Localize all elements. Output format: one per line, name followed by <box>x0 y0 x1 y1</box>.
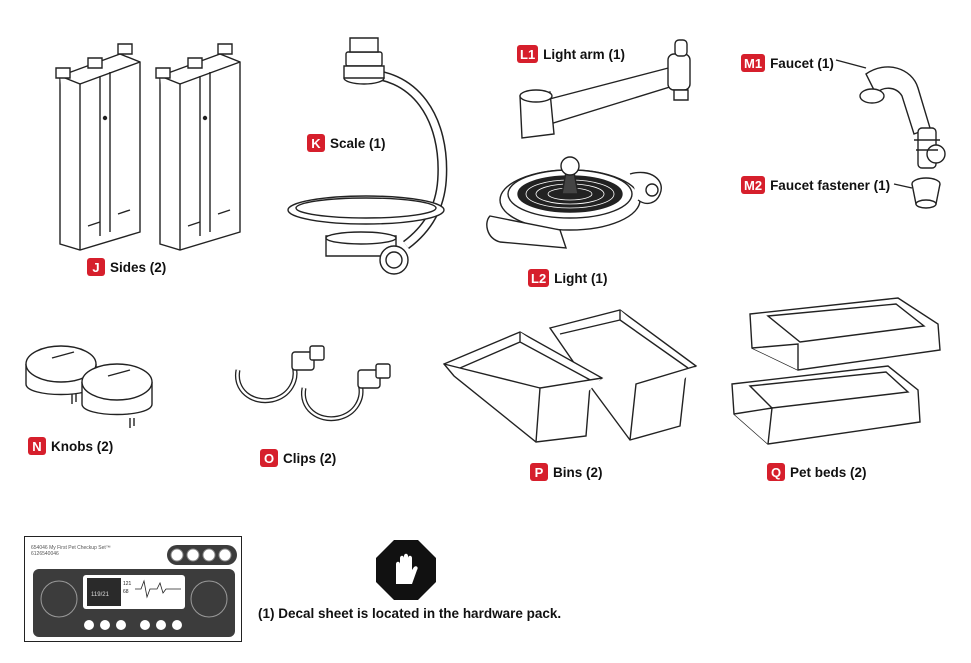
part-qty: (2) <box>96 438 114 454</box>
label-faucet-fastener: M2 Faucet fastener (1) <box>741 176 890 194</box>
part-letter-badge: P <box>530 463 548 481</box>
decal-screen-left: 119/21 <box>91 592 110 598</box>
part-letter-badge: O <box>260 449 278 467</box>
decal-panel: 119/21 121 68 <box>33 569 235 637</box>
part-name: Pet beds <box>790 464 847 480</box>
label-light: L2 Light (1) <box>528 269 607 287</box>
part-letter-badge: J <box>87 258 105 276</box>
part-qty: (1) <box>608 46 625 62</box>
label-bins: P Bins (2) <box>530 463 603 481</box>
part-qty: (2) <box>319 450 337 466</box>
label-clips: O Clips (2) <box>260 449 336 467</box>
part-letter-badge: L1 <box>517 45 539 63</box>
decal-tool-icons <box>167 545 237 565</box>
light-illustration <box>480 150 680 260</box>
label-sides: J Sides (2) <box>87 258 166 276</box>
label-knobs: N Knobs (2) <box>28 437 113 455</box>
part-qty: (1) <box>369 135 386 151</box>
part-letter-badge: K <box>307 134 325 152</box>
light-arm-illustration <box>510 36 710 146</box>
part-letter-badge: N <box>28 437 46 455</box>
part-letter-badge: M1 <box>741 54 766 72</box>
part-qty: (1) <box>873 177 891 193</box>
part-qty: (1) <box>817 55 834 71</box>
decal-title: 654046 My First Pet Checkup Set™ 6126540… <box>31 545 111 557</box>
part-name: Light arm <box>543 46 605 62</box>
part-qty: (2) <box>850 464 867 480</box>
stop-hand-icon <box>376 540 436 600</box>
svg-text:121: 121 <box>123 581 132 587</box>
label-light-arm: L1 Light arm (1) <box>517 45 625 63</box>
part-name: Light <box>554 270 588 286</box>
part-qty: (2) <box>149 259 167 275</box>
part-letter-badge: Q <box>767 463 785 481</box>
part-name: Scale <box>330 135 366 151</box>
clips-illustration <box>232 340 402 425</box>
part-name: Knobs <box>51 438 93 454</box>
part-qty: (1) <box>590 270 608 286</box>
part-name: Faucet <box>770 55 814 71</box>
decal-sheet: 654046 My First Pet Checkup Set™ 6126540… <box>24 536 242 642</box>
part-name: Bins <box>553 464 583 480</box>
label-faucet: M1 Faucet (1) <box>741 54 834 72</box>
scale-illustration <box>286 30 456 275</box>
label-pet-beds: Q Pet beds (2) <box>767 463 867 481</box>
pet-beds-illustration <box>728 294 948 454</box>
part-name: Faucet fastener <box>770 177 870 193</box>
part-letter-badge: L2 <box>528 269 550 287</box>
knobs-illustration <box>22 332 162 432</box>
part-name: Sides <box>110 259 147 275</box>
bins-illustration <box>440 306 700 446</box>
part-letter-badge: M2 <box>741 176 766 194</box>
part-name: Clips <box>283 450 317 466</box>
svg-text:68: 68 <box>123 589 129 595</box>
decal-title-line2: 6126540046 <box>31 551 59 557</box>
decal-title-line1: 654046 My First Pet Checkup Set™ <box>31 545 111 551</box>
decal-note: (1) Decal sheet is located in the hardwa… <box>258 606 562 621</box>
faucet-illustration <box>836 54 956 219</box>
label-scale: K Scale (1) <box>307 134 386 152</box>
part-qty: (2) <box>586 464 603 480</box>
sides-illustration <box>48 36 248 251</box>
